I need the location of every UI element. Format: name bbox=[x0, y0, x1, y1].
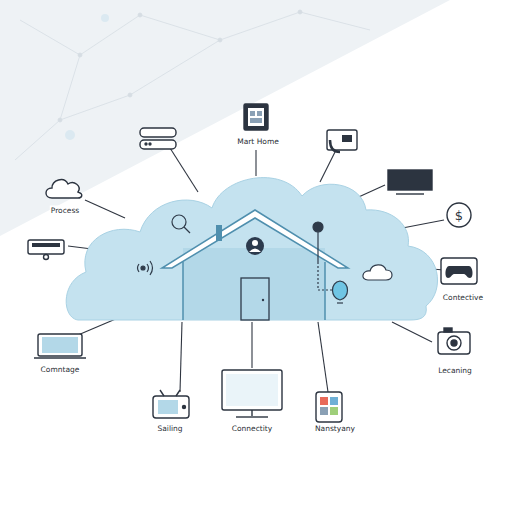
icon-label: Sailing bbox=[156, 424, 183, 433]
icon-label: Mart Home bbox=[236, 137, 280, 146]
device-icons: $ bbox=[28, 104, 477, 422]
house-illustration bbox=[162, 210, 348, 320]
icon-label: Comntage bbox=[40, 365, 81, 374]
icon-label: Connectity bbox=[231, 424, 273, 433]
icon-label: Process bbox=[50, 206, 80, 215]
cloud-shape bbox=[66, 178, 437, 320]
cloud-symbols bbox=[138, 215, 393, 303]
network-pattern bbox=[15, 10, 370, 160]
icon-label: Nanstyany bbox=[314, 424, 356, 433]
svg-text:$: $ bbox=[455, 208, 463, 223]
icon-label: Contective bbox=[442, 293, 484, 302]
icon-label: Lecaning bbox=[437, 366, 473, 375]
